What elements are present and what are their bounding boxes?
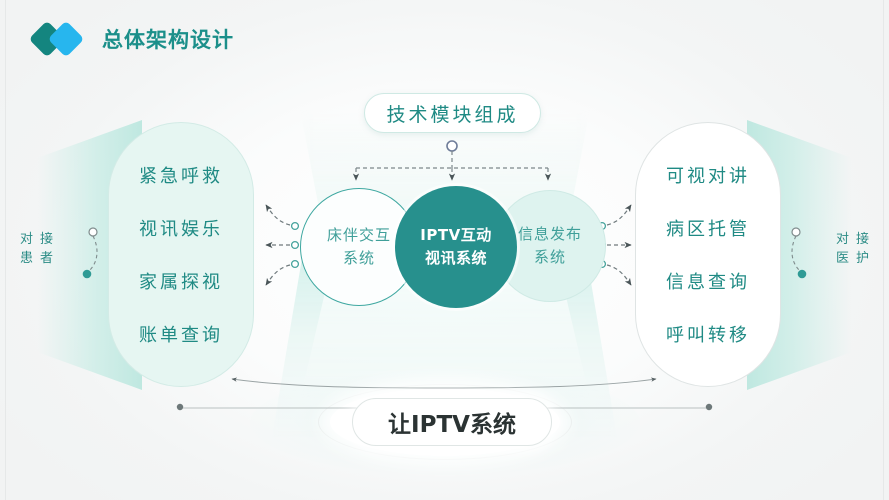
top-node-pill[interactable]: 技术模块组成: [364, 93, 541, 133]
right-panel-item-4[interactable]: 呼叫转移: [666, 324, 750, 346]
right-feature-panel: 可视对讲 病区托管 信息查询 呼叫转移: [635, 122, 781, 387]
header: 总体架构设计: [28, 20, 234, 58]
edge-label-medical-c4: 护: [855, 250, 869, 266]
circle-information-publishing[interactable]: 信息发布 系统: [494, 190, 606, 302]
bottom-node-label: 让IPTV系统: [387, 411, 518, 440]
circle-iptv-line1: IPTV互动: [420, 225, 492, 244]
edge-label-patient-c3: 接: [40, 232, 54, 247]
page-title: 总体架构设计: [102, 28, 234, 52]
page-edge-line-left: [5, 0, 6, 500]
circle-information-publishing-line1: 信息发布: [517, 224, 582, 243]
edge-label-medical-col2: 接 护: [856, 233, 869, 265]
edge-label-patient-c1: 对: [20, 232, 34, 247]
left-panel-item-3[interactable]: 家属探视: [139, 271, 223, 293]
edge-label-medical-c1: 对: [835, 232, 849, 247]
logo: [28, 20, 90, 58]
right-panel-item-2[interactable]: 病区托管: [666, 219, 750, 241]
circle-information-publishing-line2: 系统: [533, 248, 566, 266]
left-fan-connectors: [265, 204, 300, 286]
edge-label-patient-col1: 对 患: [20, 233, 33, 265]
page-edge-line-right: [883, 0, 884, 500]
left-panel-item-4[interactable]: 账单查询: [139, 324, 223, 346]
right-panel-item-1[interactable]: 可视对讲: [666, 166, 750, 188]
edge-label-patient-c2: 患: [20, 250, 34, 266]
edge-label-medical-staff: 对 医 接 护: [836, 233, 869, 265]
left-feature-panel: 紧急呼救 视讯娱乐 家属探视 账单查询: [108, 122, 254, 387]
edge-label-medical-col1: 对 医: [836, 233, 849, 265]
circle-bed-interaction-line1: 床伴交互: [326, 225, 391, 244]
edge-label-medical-c2: 医: [835, 250, 849, 266]
circle-iptv-interactive-video[interactable]: IPTV互动 视讯系统: [395, 186, 517, 308]
top-node-label: 技术模块组成: [386, 103, 519, 126]
left-panel-item-1[interactable]: 紧急呼救: [139, 166, 223, 188]
circle-bed-interaction-line2: 系统: [342, 249, 375, 267]
right-panel-item-3[interactable]: 信息查询: [666, 271, 750, 293]
edge-label-medical-c3: 接: [855, 232, 869, 247]
edge-label-patient-c4: 者: [40, 250, 54, 266]
edge-label-patient: 对 患 接 者: [20, 233, 53, 265]
circle-iptv-line2: 视讯系统: [424, 249, 487, 267]
bottom-node-pill[interactable]: 让IPTV系统: [352, 398, 552, 446]
edge-label-patient-col2: 接 者: [40, 233, 53, 265]
left-panel-item-2[interactable]: 视讯娱乐: [139, 219, 223, 241]
